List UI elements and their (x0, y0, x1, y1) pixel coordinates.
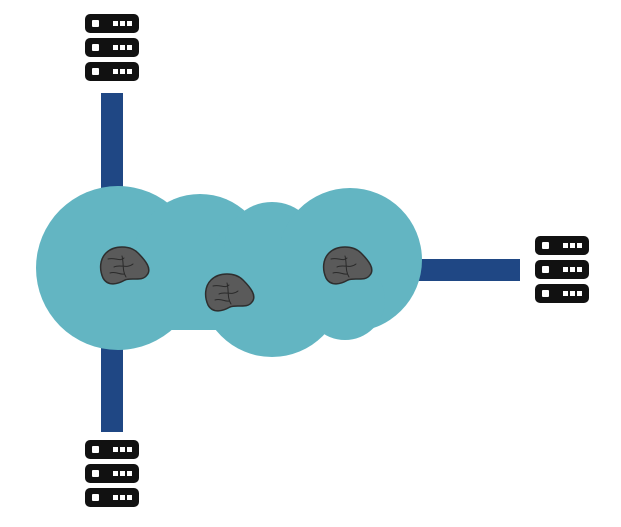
connector-right (400, 259, 520, 281)
server-rack-icon (535, 260, 589, 279)
server-rack-icon (85, 38, 139, 57)
server-stack-top (85, 14, 139, 81)
server-rack-icon (85, 488, 139, 507)
server-stack-bottom (85, 440, 139, 507)
rock-node-icon (204, 273, 255, 312)
server-rack-icon (85, 464, 139, 483)
server-stack-right (535, 236, 589, 303)
server-rack-icon (85, 62, 139, 81)
connector-top (101, 93, 123, 213)
server-rack-icon (535, 284, 589, 303)
server-rack-icon (535, 236, 589, 255)
rock-node-icon (322, 246, 373, 285)
rock-node-icon (99, 246, 150, 285)
server-rack-icon (85, 14, 139, 33)
server-rack-icon (85, 440, 139, 459)
